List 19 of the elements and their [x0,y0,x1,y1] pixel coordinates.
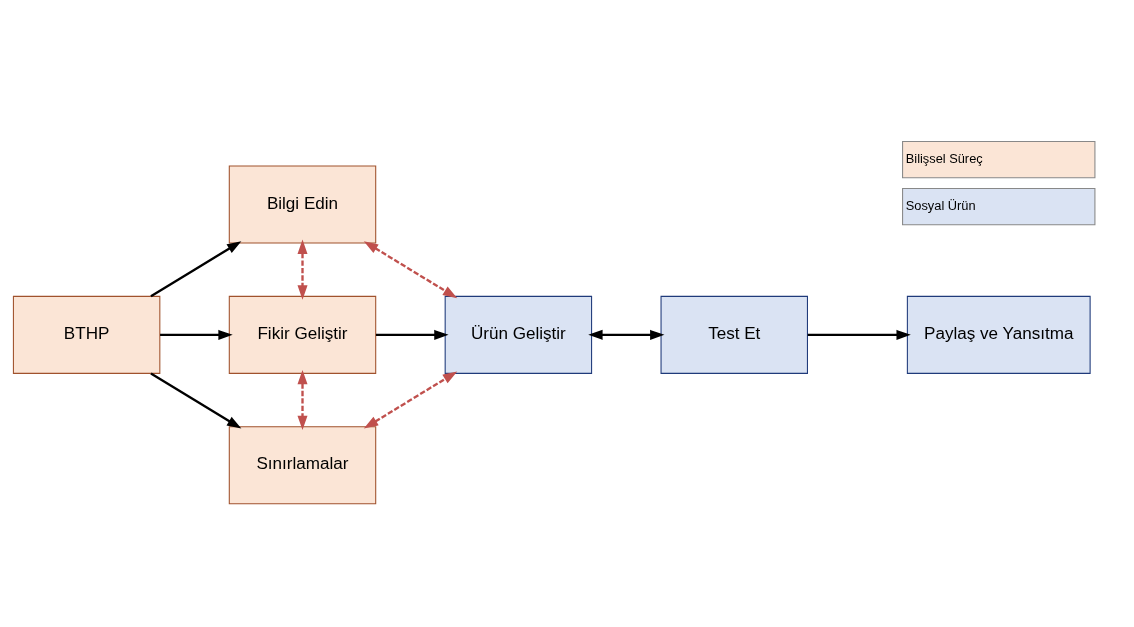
node-box: Sınırlamalar [228,426,377,505]
node-box: Paylaş ve Yansıtma [906,295,1091,374]
arrow [160,329,233,340]
node-box: Bilgi Edin [228,165,377,244]
arrow [150,241,242,298]
arrow [807,329,911,340]
legend-label: Bilişsel Süreç [905,150,983,166]
node-box: Ürün Geliştir [444,295,593,374]
arrow [297,370,308,431]
arrow [150,372,242,429]
arrow [363,241,458,299]
node-box: Test Et [660,295,808,374]
node-box: Fikir Geliştir [228,295,377,374]
arrow [375,329,449,340]
arrow [363,371,458,429]
legend-label: Sosyal Ürün [905,197,976,213]
arrow [588,329,665,340]
arrow [297,239,308,300]
node-box: BTHP [12,295,161,374]
